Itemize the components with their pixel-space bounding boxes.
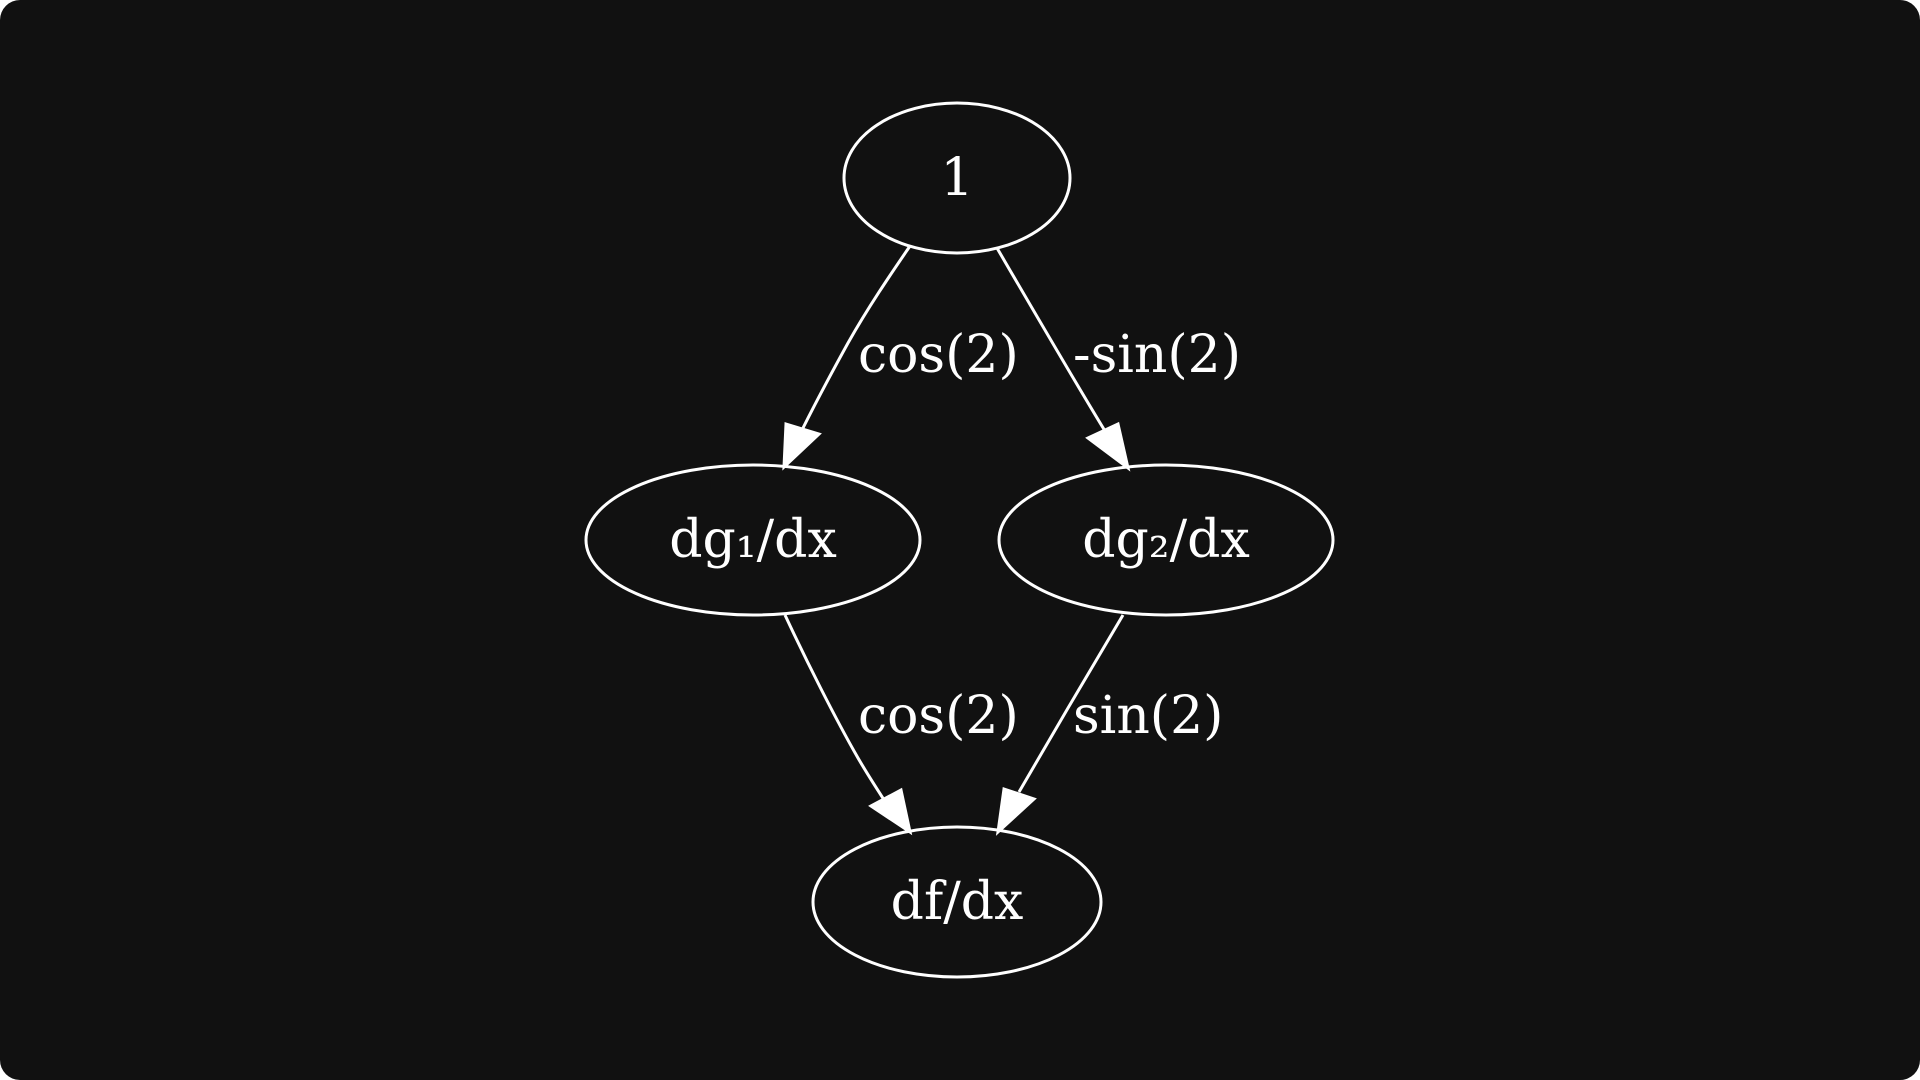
node-ellipse [997,463,1335,617]
node-ellipse [811,825,1103,979]
node-dg1: dg₁/dx [584,463,922,617]
node-dg2: dg₂/dx [997,463,1335,617]
edge-label-dg1-df: cos(2) [858,686,1019,746]
node-label: 1 [940,148,973,208]
edge-line [783,614,890,807]
arrowhead-icon [868,787,913,836]
edge-dg1-to-df [783,614,913,836]
arrowhead-icon [1085,421,1131,472]
node-ellipse [842,101,1072,255]
edge-line [1017,614,1125,793]
edge-line [801,245,912,429]
arrowhead-icon [782,422,822,471]
edge-line [995,247,1107,432]
edge-label-one-dg2: -sin(2) [1073,325,1241,385]
node-label: dg₁/dx [669,510,837,570]
edge-label-dg2-df: sin(2) [1073,686,1223,746]
edge-dg2-to-df [995,614,1125,836]
node-label: df/dx [891,872,1024,932]
edge-one-to-dg1 [782,245,912,471]
node-one: 1 [842,101,1072,255]
arrowhead-icon [995,787,1037,836]
node-df: df/dx [811,825,1103,979]
edge-one-to-dg2 [995,247,1131,472]
node-label: dg₂/dx [1082,510,1250,570]
node-ellipse [584,463,922,617]
edge-label-one-dg1: cos(2) [858,325,1019,385]
